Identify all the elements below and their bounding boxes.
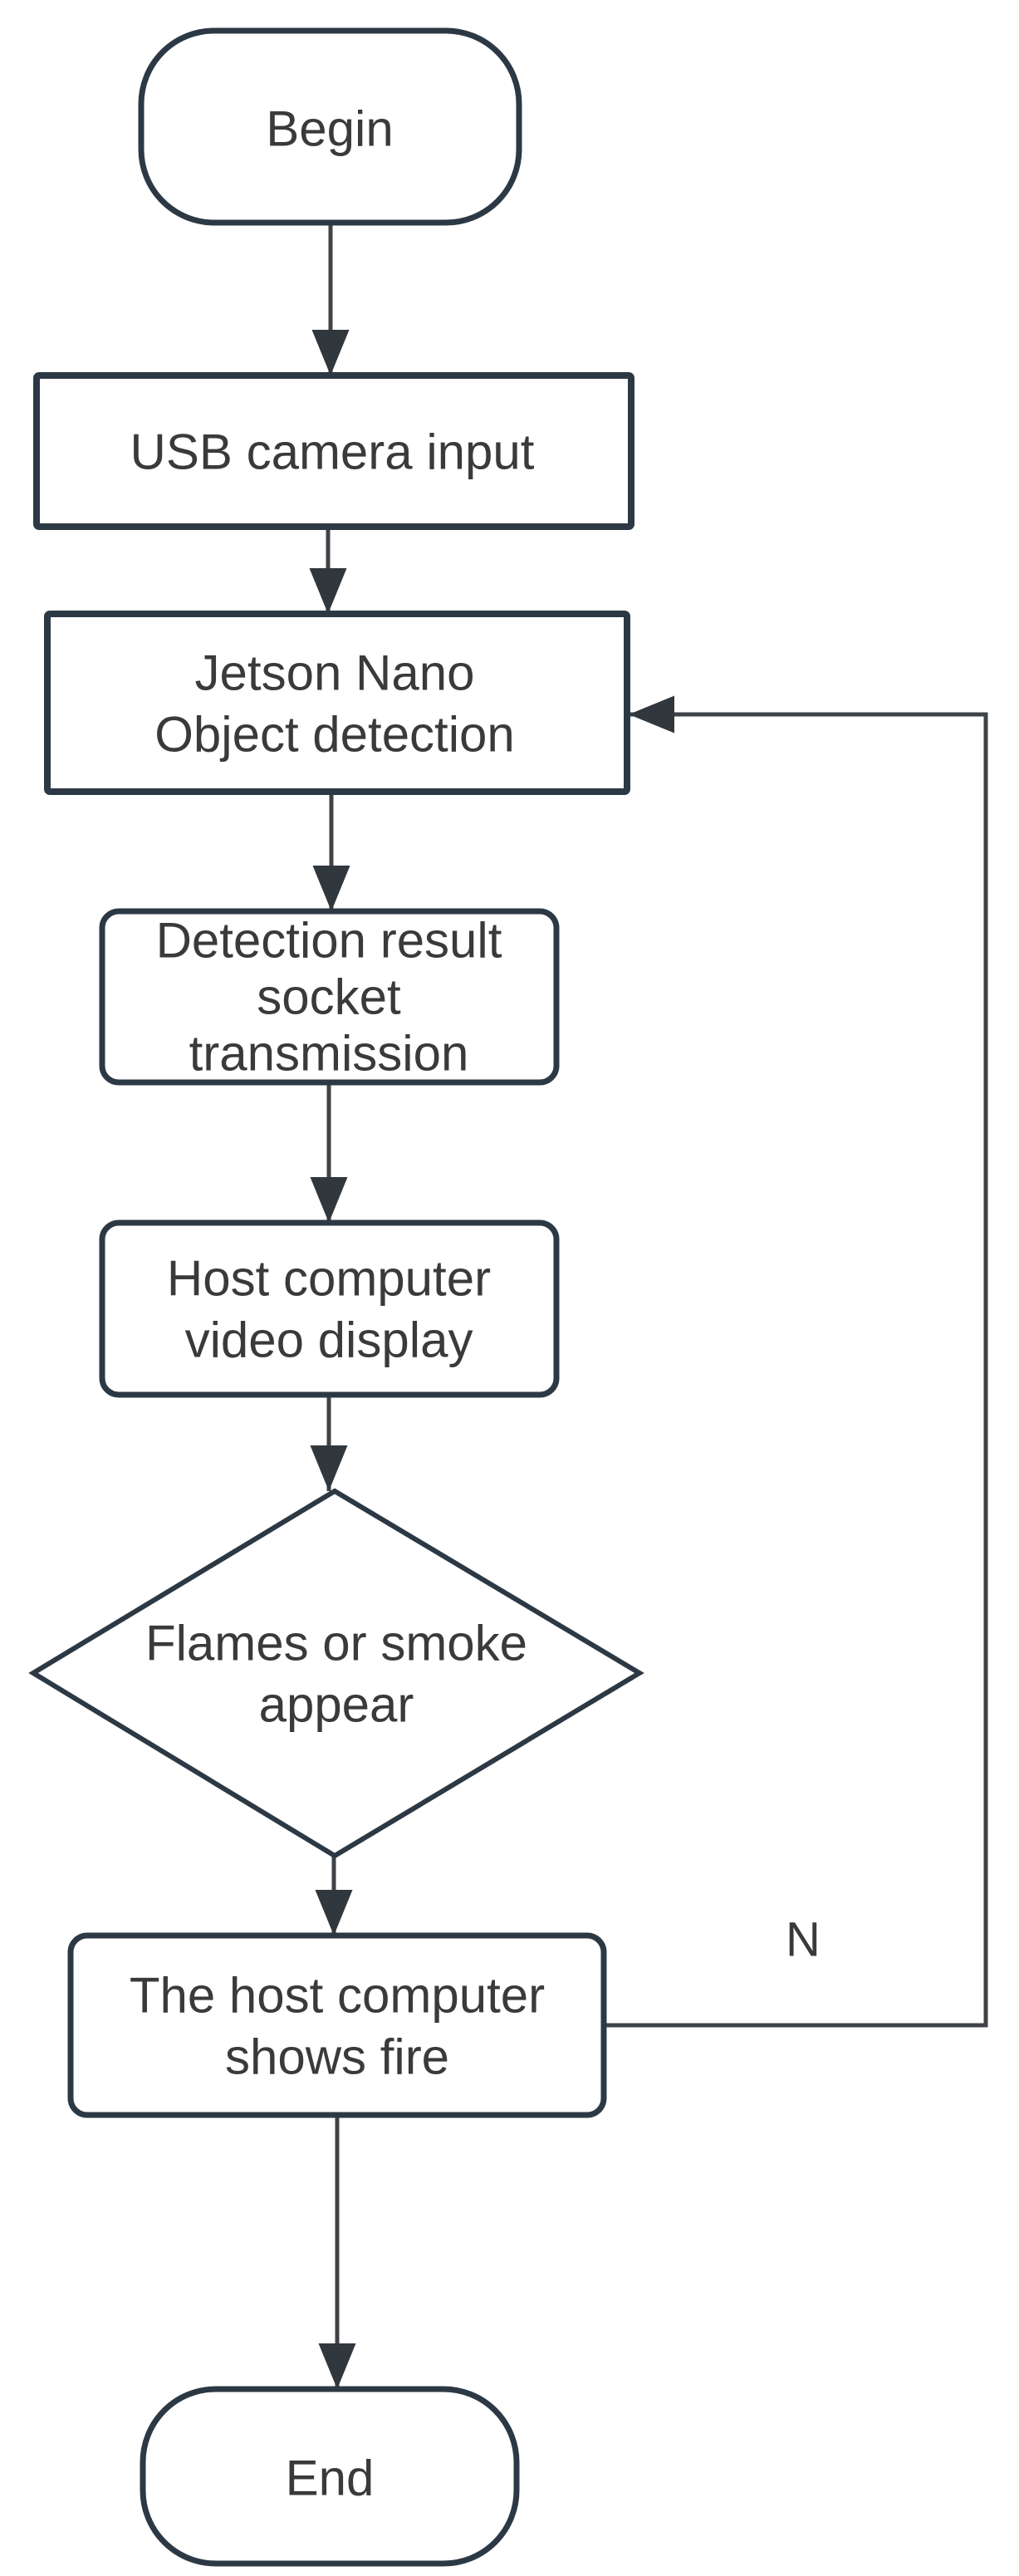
end-label: End (286, 2451, 375, 2506)
socket-label-line1: Detection result (156, 913, 502, 969)
video-display-node (99, 1219, 560, 1398)
video-display-label-line2: video display (185, 1313, 473, 1368)
socket-node (99, 908, 560, 1086)
jetson-node (44, 611, 630, 795)
n-branch-label: N (786, 1913, 821, 1967)
show-fire-label-line1: The host computer (130, 1968, 545, 2024)
usb-input-label: USB camera input (130, 424, 535, 480)
decision-label-line2: appear (259, 1677, 414, 1733)
socket-label-line2: socket (257, 969, 401, 1025)
end-node (140, 2386, 520, 2567)
decision-node (28, 1488, 644, 1859)
show-fire-node (67, 1932, 607, 2118)
begin-label: Begin (266, 101, 393, 157)
video-display-label-line1: Host computer (167, 1251, 491, 1307)
jetson-label-line1: Jetson Nano (195, 645, 475, 701)
usb-input-node (33, 372, 634, 530)
begin-node (138, 27, 522, 226)
edge-feedback-loop (604, 695, 988, 2028)
socket-label-line3: transmission (189, 1026, 469, 1082)
jetson-label-line2: Object detection (154, 707, 515, 763)
decision-label-line1: Flames or smoke (145, 1616, 527, 1671)
show-fire-label-line2: shows fire (225, 2029, 449, 2085)
